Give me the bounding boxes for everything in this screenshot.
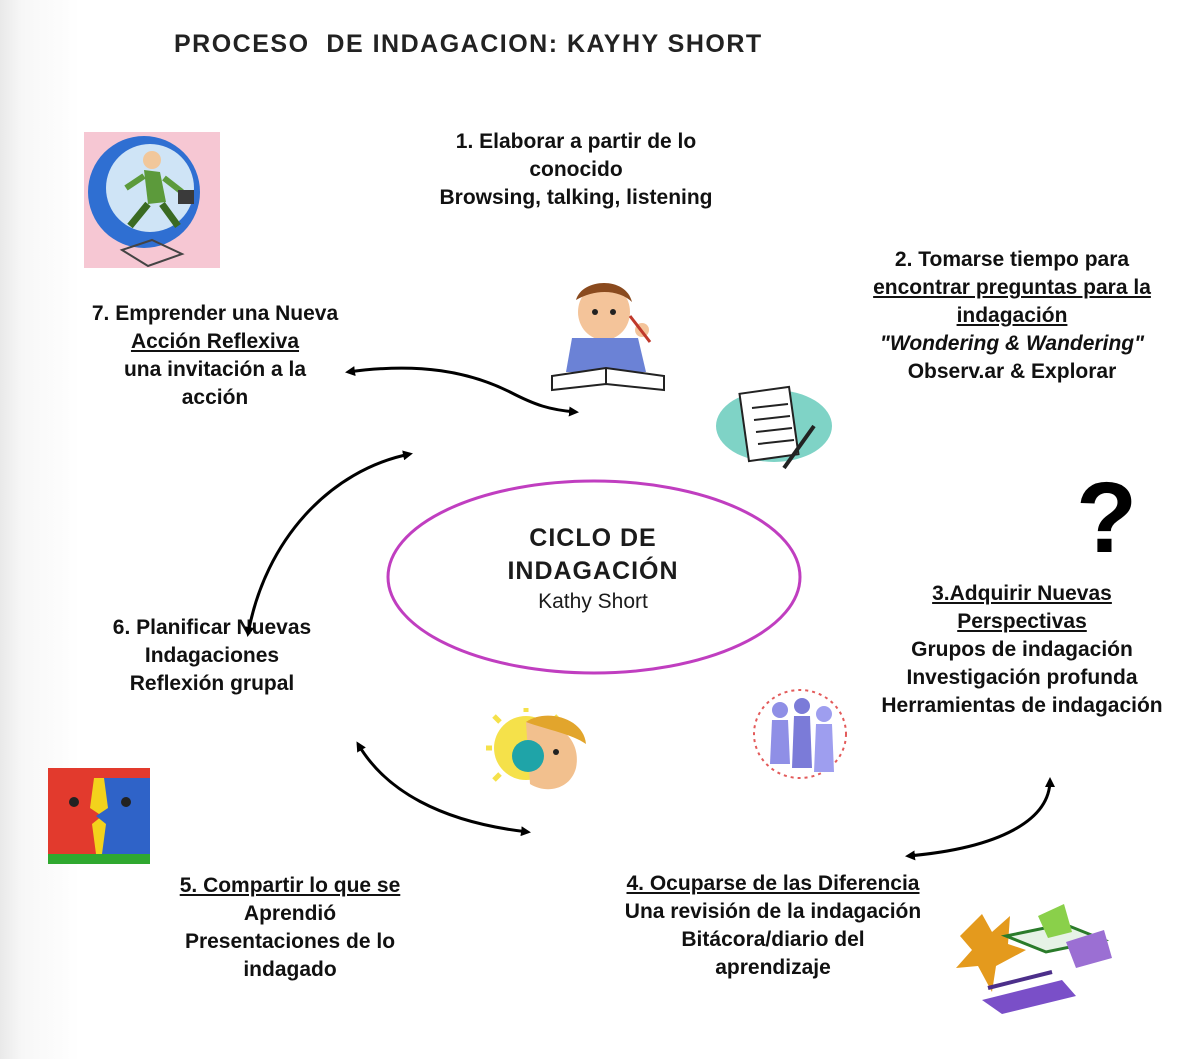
stage-6-line2: Indagaciones	[144, 644, 280, 667]
stage-1-line3: Browsing, talking, listening	[439, 186, 713, 209]
stage-4-line2: Una revisión de la indagación	[624, 900, 922, 923]
stage-2-line1: 2. Tomarse tiempo para	[894, 248, 1130, 271]
stage-3-line3: Grupos de indagación	[911, 638, 1133, 661]
stage-5-label: 5. Compartir lo que se Aprendió Presenta…	[140, 872, 440, 984]
stage-7-label: 7. Emprender una Nueva Acción Reflexiva …	[60, 300, 370, 412]
center-line3: Kathy Short	[538, 590, 648, 613]
center-line2: INDAGACIÓN	[507, 557, 679, 585]
stage-1-label: 1. Elaborar a partir de lo conocido Brow…	[410, 128, 742, 212]
stage-5-line1: 5. Compartir lo que se	[179, 874, 401, 897]
stage-2-line2: encontrar preguntas para la	[873, 276, 1151, 299]
stage-5-line3: Presentaciones de lo	[184, 930, 396, 953]
center-line1: CICLO DE	[529, 524, 657, 552]
diagram-title: PROCESO DE INDAGACION: KAYHY SHORT	[174, 30, 763, 58]
stage-4-label: 4. Ocuparse de las Diferencia Una revisi…	[588, 870, 958, 982]
arrow-3-to-4	[905, 777, 1055, 861]
stage-2-line3: indagación	[956, 304, 1068, 327]
stage-2-label: 2. Tomarse tiempo para encontrar pregunt…	[836, 246, 1188, 386]
stage-4-line4: aprendizaje	[715, 956, 831, 979]
stage-3-label: 3.Adquirir Nuevas Perspectivas Grupos de…	[852, 580, 1192, 720]
boy-reading-clipart-icon	[551, 283, 665, 392]
arrow-5-to-6	[356, 741, 531, 837]
center-label: CICLO DE INDAGACIÓN Kathy Short	[386, 522, 800, 616]
stage-5-line4: indagado	[243, 958, 337, 981]
question-mark-icon: ?	[1076, 462, 1138, 574]
stage-7-line3: una invitación a la	[123, 358, 307, 381]
face-sun-clipart-icon	[486, 708, 586, 790]
stage-7-line1: 7. Emprender una Nueva	[91, 302, 339, 325]
stage-4-line3: Bitácora/diario del	[681, 928, 865, 951]
stage-1-line1: 1. Elaborar a partir de lo	[455, 130, 697, 153]
leaves-book-clipart-icon	[956, 904, 1112, 1014]
people-group-clipart-icon	[753, 689, 847, 779]
stage-5-line2: Aprendió	[243, 902, 337, 925]
stage-2-line4: "Wondering & Wandering"	[879, 332, 1145, 355]
stage-4-line1: 4. Ocuparse de las Diferencia	[626, 872, 920, 895]
stage-7-line4: acción	[181, 386, 249, 409]
running-man-clipart-icon	[84, 132, 220, 268]
stage-6-label: 6. Planificar Nuevas Indagaciones Reflex…	[80, 614, 344, 698]
stage-3-line5: Herramientas de indagación	[881, 694, 1163, 717]
two-faces-clipart-icon	[48, 768, 150, 864]
stage-2-line5: Observ.ar & Explorar	[907, 360, 1117, 383]
arrow-7-to-1	[345, 366, 579, 417]
stage-6-line3: Reflexión grupal	[129, 672, 295, 695]
stage-1-line2: conocido	[529, 158, 623, 181]
stage-7-line2: Acción Reflexiva	[130, 330, 300, 353]
stage-3-line1: 3.Adquirir Nuevas	[932, 582, 1112, 605]
stage-3-line4: Investigación profunda	[906, 666, 1138, 689]
notepad-clipart-icon	[716, 385, 832, 470]
stage-3-line2: Perspectivas	[957, 610, 1087, 633]
arrow-6-to-7	[244, 450, 413, 637]
